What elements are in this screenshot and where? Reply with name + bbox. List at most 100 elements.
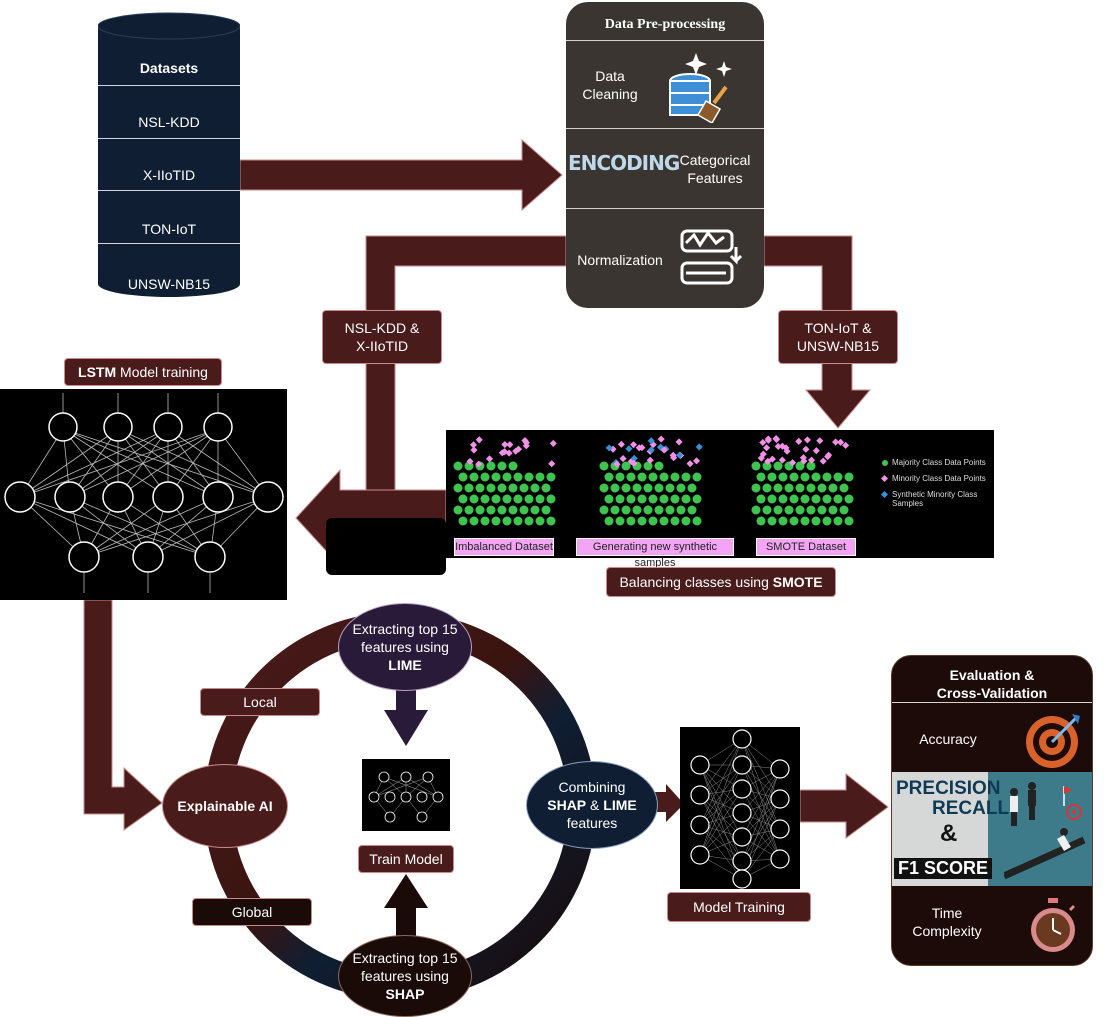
branch-label-left: NSL-KDD & X-IIoTID (322, 310, 442, 364)
majority-point (817, 483, 827, 493)
combine-features-node: Combining SHAP & LIME features (526, 761, 658, 849)
majority-point (665, 505, 675, 515)
majority-point (621, 505, 631, 515)
minority-point (795, 437, 803, 445)
majority-point (475, 505, 485, 515)
majority-point (778, 494, 788, 504)
step-data-cleaning: Data Cleaning (566, 40, 764, 129)
majority-point (604, 472, 614, 482)
business-people-icon (1004, 782, 1086, 880)
network-edge (699, 764, 743, 862)
majority-point (756, 472, 766, 482)
minority-point (774, 442, 782, 450)
majority-point (458, 516, 468, 526)
majority-point (615, 472, 625, 482)
majority-point (687, 505, 697, 515)
smote-caption-bold: SMOTE (772, 574, 823, 590)
model-training-label: Model Training (667, 892, 811, 922)
majority-point (491, 494, 501, 504)
majority-point (839, 505, 849, 515)
preprocessing-title: Data Pre-processing (604, 17, 726, 32)
network-edge (699, 788, 743, 856)
step-label: Categorical Features (679, 152, 751, 186)
database-broom-icon (669, 53, 732, 123)
majority-point (778, 516, 788, 526)
branch-left-text: NSL-KDD & X-IIoTID (344, 320, 420, 354)
majority-point (756, 494, 766, 504)
majority-point (751, 505, 761, 515)
majority-point (648, 494, 658, 504)
majority-point (486, 461, 496, 471)
majority-point (762, 505, 772, 515)
majority-point (637, 494, 647, 504)
stopwatch-icon (1031, 898, 1076, 952)
majority-point (767, 516, 777, 526)
arrow-datasets-to-preprocessing (239, 138, 563, 212)
legend-minority: Minority Class Data Points (892, 474, 986, 483)
minority-point (812, 447, 820, 455)
divider (98, 138, 240, 139)
network-edge (699, 764, 743, 856)
majority-point (599, 483, 609, 493)
majority-point (513, 472, 523, 482)
majority-point (676, 505, 686, 515)
majority-point (670, 516, 680, 526)
majority-point (458, 494, 468, 504)
arrow-lstm-to-xai (83, 599, 163, 831)
majority-point (519, 483, 529, 493)
combine-suffix: features (566, 815, 618, 831)
shap-node-text: Extracting top 15 features using (352, 950, 458, 984)
majority-point (502, 494, 512, 504)
local-label: Local (200, 688, 320, 716)
majority-point (692, 494, 702, 504)
majority-point (681, 516, 691, 526)
majority-point (822, 494, 832, 504)
majority-point (497, 505, 507, 515)
majority-point (546, 472, 556, 482)
majority-point (795, 461, 805, 471)
majority-point (626, 472, 636, 482)
precision-recall-f1-image: PRECISION RECALL & F1 SCORE (892, 772, 1092, 886)
majority-point (480, 472, 490, 482)
majority-point (833, 494, 843, 504)
network-edge (699, 824, 743, 880)
network-edge (741, 738, 781, 800)
network-node (770, 759, 790, 779)
majority-point (497, 483, 507, 493)
majority-point (659, 516, 669, 526)
majority-point (762, 461, 772, 471)
f1-score-text: F1 SCORE (894, 858, 993, 879)
majority-point (692, 516, 702, 526)
majority-point (756, 516, 766, 526)
majority-point (784, 483, 794, 493)
network-edge (741, 764, 781, 830)
majority-point (626, 494, 636, 504)
network-edge (741, 768, 781, 838)
precision-text: PRECISION (896, 778, 1001, 799)
majority-point (687, 483, 697, 493)
network-node (770, 819, 790, 839)
majority-point (817, 505, 827, 515)
majority-point (811, 494, 821, 504)
majority-point (458, 472, 468, 482)
minority-point (498, 449, 506, 457)
minority-point (485, 455, 494, 463)
majority-point (524, 516, 534, 526)
majority-point (784, 505, 794, 515)
network-edge (699, 764, 743, 814)
majority-point (789, 472, 799, 482)
waveform-icon (680, 229, 743, 285)
majority-point (541, 483, 551, 493)
arrow-combine-to-model (654, 784, 684, 822)
network-edge (699, 794, 743, 838)
minority-point (675, 438, 683, 446)
majority-point (453, 461, 463, 471)
smote-tag-smote-dataset: SMOTE Dataset (756, 538, 856, 556)
network-edge (741, 768, 781, 862)
step-label: Data Cleaning (582, 68, 638, 102)
majority-point (681, 472, 691, 482)
minority-point (475, 436, 483, 444)
majority-point (497, 461, 507, 471)
legend-majority: Majority Class Data Points (892, 458, 986, 467)
majority-point (676, 483, 686, 493)
